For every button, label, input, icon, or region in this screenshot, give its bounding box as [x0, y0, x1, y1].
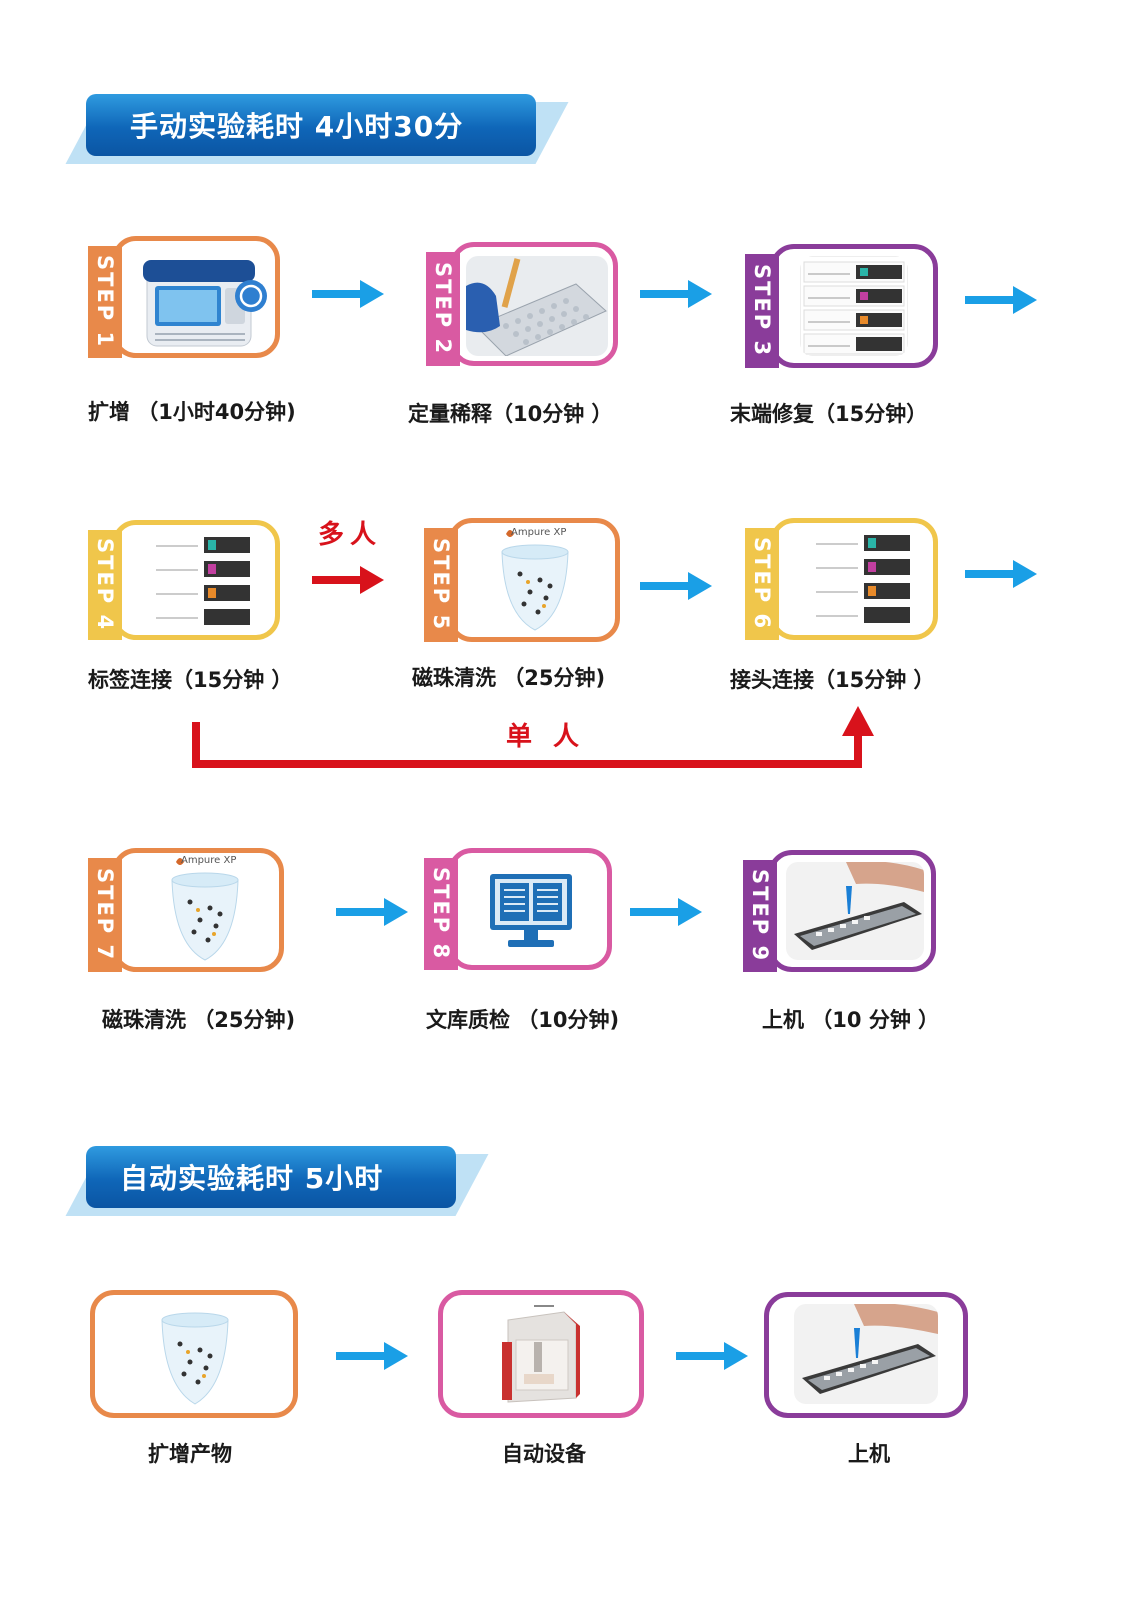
step2-label: 定量稀释（10分钟 ）	[408, 402, 613, 426]
pipette-plate-image	[466, 256, 608, 356]
step2-tab: STEP 2	[426, 252, 460, 366]
monitor-book-icon	[486, 870, 576, 952]
auto-step3-label: 上机	[848, 1442, 890, 1466]
step6-tab: STEP 6	[745, 528, 779, 640]
step1-label: 扩增 （1小时40分钟)	[88, 400, 296, 424]
arrow-step7-step8	[336, 898, 408, 926]
manual-title: 手动实验耗时 4小时30分	[86, 94, 536, 156]
automated-device-image	[494, 1302, 590, 1406]
arrow-step1-step2	[312, 280, 384, 308]
step3-label: 末端修复（15分钟）	[730, 402, 928, 426]
barcode-chart-image	[148, 530, 256, 630]
step5-label: 磁珠清洗 （25分钟)	[412, 666, 606, 690]
arrow-red-step4-step5	[312, 566, 384, 594]
step5-tab: STEP 5	[424, 528, 458, 642]
barcode-chart-image	[800, 256, 908, 356]
sequencer-loading-image	[794, 1304, 938, 1404]
single-person-label: 单 人	[506, 722, 586, 752]
step9-tab: STEP 9	[743, 860, 777, 972]
magnetic-beads-tube-image	[490, 524, 580, 634]
step7-tab: STEP 7	[88, 858, 122, 972]
arrow-auto2-auto3	[676, 1342, 748, 1370]
arrow-auto1-auto2	[336, 1342, 408, 1370]
step9-label: 上机 （10 分钟 ）	[762, 1008, 940, 1032]
auto-step1-label: 扩增产物	[148, 1442, 232, 1466]
step3-tab: STEP 3	[745, 254, 779, 368]
magnetic-beads-tube-image	[160, 852, 250, 964]
barcode-chart-image	[808, 528, 916, 628]
arrow-red-step4-step6	[192, 706, 874, 768]
ampure-brand: Ampure XP	[511, 527, 567, 538]
ampure-brand: Ampure XP	[181, 855, 237, 866]
manual-banner: 手动实验耗时 4小时30分	[60, 94, 569, 166]
step1-tab: STEP 1	[88, 246, 122, 358]
step6-label: 接头连接（15分钟 ）	[730, 668, 935, 692]
arrow-step3-next	[965, 286, 1037, 314]
step4-tab: STEP 4	[88, 530, 122, 640]
multi-person-label: 多人	[318, 520, 383, 550]
step7-label: 磁珠清洗 （25分钟)	[102, 1008, 296, 1032]
auto-step2-label: 自动设备	[502, 1442, 586, 1466]
sequencer-loading-image	[786, 862, 924, 960]
arrow-step6-next	[965, 560, 1037, 588]
auto-title: 自动实验耗时 5小时	[86, 1146, 456, 1208]
step8-label: 文库质检 （10分钟)	[426, 1008, 620, 1032]
amplification-product-tube-image	[150, 1300, 240, 1410]
arrow-step5-step6	[640, 572, 712, 600]
arrow-step2-step3	[640, 280, 712, 308]
step8-tab: STEP 8	[424, 858, 458, 970]
arrow-step8-step9	[630, 898, 702, 926]
step4-label: 标签连接（15分钟 ）	[88, 668, 293, 692]
thermal-cycler-image	[135, 248, 275, 352]
auto-banner: 自动实验耗时 5小时	[60, 1146, 489, 1220]
